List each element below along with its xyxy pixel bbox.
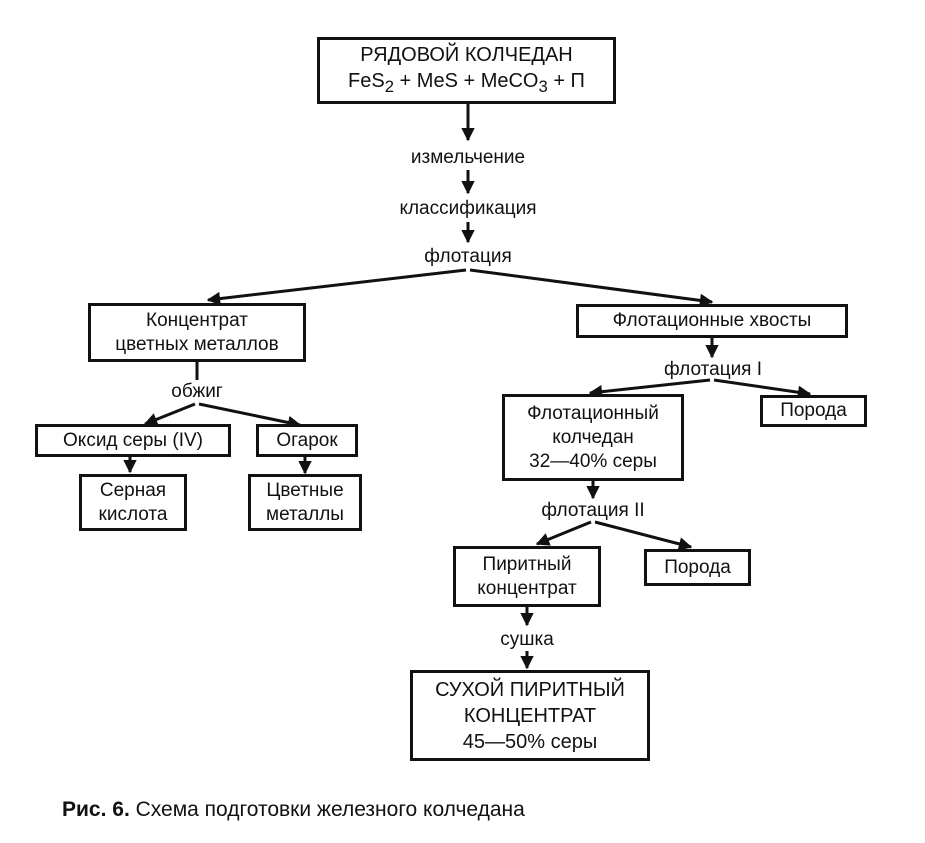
node-nonferrous-metals-line2: металлы: [266, 503, 344, 525]
node-cinder-line1: Огарок: [276, 429, 338, 451]
arrow-flotation2-to-concentrate: [535, 520, 592, 546]
arrow-flotation1-to-rock1: [713, 378, 812, 399]
step-flotation-2: флотация II: [541, 500, 645, 521]
arrow-flotation2-to-rock2: [594, 520, 693, 551]
node-concentrate-nonferrous-line1: Концентрат: [146, 309, 248, 331]
node-dry-pyrite-line1: СУХОЙ ПИРИТНЫЙ: [435, 678, 625, 701]
step-drying: сушка: [500, 629, 554, 650]
node-raw-pyrite-formula: FeS2 + MeS + MeCO3 + П: [348, 69, 585, 96]
node-concentrate-nonferrous: Концентрат цветных металлов: [88, 303, 306, 362]
node-flotation-pyrite-line3: 32—40% серы: [529, 450, 657, 472]
arrow-flotation-to-concentrate: [206, 268, 467, 306]
step-flotation: флотация: [424, 246, 512, 267]
node-sulfuric-acid: Серная кислота: [79, 474, 187, 531]
node-rock-2: Порода: [644, 549, 751, 586]
arrow-flotation1-to-pyrite: [588, 378, 711, 399]
node-rock-1-line1: Порода: [780, 400, 847, 421]
figure-caption-prefix: Рис. 6.: [62, 798, 130, 821]
node-flotation-pyrite-line2: колчедан: [552, 426, 634, 448]
node-flotation-tails: Флотационные хвосты: [576, 304, 848, 338]
step-flotation-1: флотация I: [663, 359, 763, 380]
arrow-flotation-to-tails: [469, 268, 714, 308]
node-flotation-tails-line1: Флотационные хвосты: [612, 310, 812, 331]
figure-caption: Рис. 6. Схема подготовки железного колче…: [62, 797, 525, 823]
node-sulfuric-acid-line1: Серная: [99, 479, 167, 501]
node-dry-pyrite-line2: КОНЦЕНТРАТ: [463, 704, 597, 727]
step-grinding: измельчение: [410, 147, 526, 168]
node-flotation-pyrite-line1: Флотационный: [527, 402, 659, 424]
node-rock-1: Порода: [760, 395, 867, 427]
step-roasting: обжиг: [171, 381, 223, 402]
node-nonferrous-metals: Цветные металлы: [248, 474, 362, 531]
node-pyrite-concentrate: Пиритный концентрат: [453, 546, 601, 607]
node-pyrite-concentrate-line1: Пиритный: [482, 553, 572, 575]
node-flotation-pyrite: Флотационный колчедан 32—40% серы: [502, 394, 684, 481]
node-dry-pyrite-concentrate: СУХОЙ ПИРИТНЫЙ КОНЦЕНТРАТ 45—50% серы: [410, 670, 650, 761]
node-rock-2-line1: Порода: [664, 556, 731, 578]
step-classification: классификация: [399, 198, 537, 219]
node-sulfur-oxide-line1: Оксид серы (IV): [63, 429, 203, 451]
arrow-roasting-to-cinder: [198, 402, 302, 430]
node-concentrate-nonferrous-line2: цветных металлов: [115, 333, 279, 355]
node-sulfur-oxide: Оксид серы (IV): [35, 424, 231, 457]
figure-caption-text: Схема подготовки железного колчедана: [135, 798, 525, 821]
node-cinder: Огарок: [256, 424, 358, 457]
node-sulfuric-acid-line2: кислота: [98, 503, 168, 525]
node-dry-pyrite-line3: 45—50% серы: [462, 730, 598, 753]
node-pyrite-concentrate-line2: концентрат: [477, 577, 577, 599]
node-nonferrous-metals-line1: Цветные: [266, 479, 344, 501]
node-raw-pyrite-title: РЯДОВОЙ КОЛЧЕДАН: [360, 43, 573, 66]
arrow-roasting-to-oxide: [143, 402, 196, 426]
node-raw-pyrite: РЯДОВОЙ КОЛЧЕДАН FeS2 + MeS + MeCO3 + П: [317, 37, 616, 104]
